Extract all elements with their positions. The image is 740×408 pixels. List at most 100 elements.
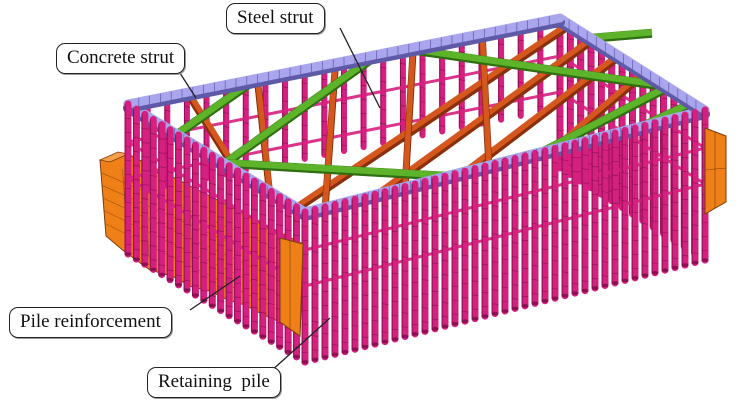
retaining-pile-front (124, 100, 132, 258)
retaining-pile-front (175, 131, 183, 289)
retaining-pile-tip (234, 319, 242, 323)
waling-tube (127, 140, 306, 252)
leader-line (269, 317, 331, 373)
retaining-pile-right (681, 111, 689, 269)
retaining-pile-tip (481, 314, 489, 318)
retaining-pile-tip (284, 349, 292, 354)
retaining-pile-tip (149, 267, 157, 272)
retaining-pile-tip (701, 258, 709, 262)
retaining-pile-front (234, 167, 242, 325)
retaining-pile-front (158, 121, 166, 279)
retaining-pile-front (242, 172, 250, 330)
retaining-pile-right (551, 144, 559, 302)
retaining-pile-front (267, 187, 275, 345)
retaining-pile-tip (561, 293, 569, 298)
retaining-pile-tip (132, 257, 140, 261)
retaining-pile-right (691, 109, 699, 267)
retaining-pile-tip (631, 276, 639, 280)
retaining-pile-tip (217, 308, 225, 313)
concrete-strut (222, 50, 382, 168)
leader-line (339, 27, 381, 109)
retaining-pile-right (381, 188, 389, 346)
retaining-pile-tip (411, 332, 419, 336)
retaining-pile-right (661, 116, 669, 274)
retaining-pile-right (401, 183, 409, 340)
retaining-pile-right (571, 139, 579, 297)
retaining-pile-tip (225, 313, 233, 318)
retaining-pile-right (391, 185, 399, 343)
retaining-pile-tip (175, 283, 183, 287)
mesh-line (704, 167, 727, 171)
retaining-pile-tip (276, 344, 284, 349)
retaining-pile-tip (158, 272, 166, 277)
leader-line (189, 275, 241, 311)
retaining-pile-right (531, 149, 539, 307)
retaining-pile-tip (267, 339, 275, 344)
retaining-pile-front (225, 162, 233, 320)
retaining-pile-right (321, 203, 329, 361)
retaining-pile-right (411, 180, 419, 338)
retaining-pile-tip (471, 316, 479, 321)
retaining-pile-right (441, 172, 449, 330)
concrete-strut (542, 83, 671, 155)
steel-strut (401, 44, 417, 193)
retaining-pile-tip (191, 293, 199, 297)
retaining-pile-tip (371, 342, 379, 346)
retaining-pile-tip (591, 286, 599, 290)
retaining-pile-right (671, 114, 679, 272)
retaining-pile-tip (461, 319, 469, 324)
retaining-pile-tip (124, 252, 132, 256)
retaining-pile-right (451, 170, 459, 328)
retaining-pile-tip (671, 265, 679, 270)
retaining-pile-tip (351, 347, 359, 352)
retaining-pile-tip (311, 357, 319, 362)
retaining-pile-right (311, 205, 319, 363)
retaining-pile-left (399, 46, 406, 143)
label-pile-reinforcement: Pile reinforcement (9, 307, 172, 338)
retaining-pile-left (380, 50, 387, 147)
retaining-pile-left (517, 22, 524, 119)
waling-tube (127, 176, 306, 288)
pile-reinforcement-block-right (704, 127, 727, 215)
retaining-pile-tip (491, 311, 499, 316)
retaining-pile-tip (601, 283, 609, 288)
retaining-pile-tip (641, 273, 649, 278)
retaining-pile-right (541, 147, 549, 305)
label-steel-strut: Steel strut (226, 3, 325, 34)
retaining-pile-right (421, 177, 429, 335)
retaining-pile-tip (651, 270, 659, 275)
retaining-pile-tip (521, 304, 529, 308)
retaining-pile-tip (421, 329, 429, 334)
retaining-pile-right (431, 175, 439, 333)
retaining-pile-right (521, 152, 529, 310)
retaining-pile-right (601, 132, 609, 289)
retaining-pile-right (651, 119, 659, 277)
crown-beam-segment (555, 13, 710, 119)
retaining-pile-tip (293, 355, 301, 359)
retaining-pile-left (242, 77, 249, 174)
retaining-pile-tip (208, 303, 216, 308)
retaining-pile-right (331, 200, 339, 358)
retaining-pile-tip (621, 278, 629, 283)
pile-reinforcement-right-face (704, 127, 727, 215)
retaining-pile-front (132, 105, 140, 263)
retaining-pile-tip (611, 281, 619, 285)
retaining-pile-tip (341, 350, 349, 354)
retaining-pile-left (458, 34, 465, 131)
retaining-pile-front (250, 177, 258, 335)
label-retaining-pile: Retaining pile (147, 367, 281, 398)
retaining-pile-tip (511, 306, 519, 311)
retaining-pile-tip (501, 309, 509, 313)
steel-strut (292, 20, 573, 214)
retaining-pile-right (611, 129, 619, 287)
retaining-pile-right (351, 195, 359, 353)
retaining-pile-tip (391, 337, 399, 341)
retaining-pile-right (341, 198, 349, 356)
retaining-pile-right (591, 134, 599, 292)
pile-reinforcement-block-left-front (279, 237, 304, 337)
retaining-pile-right (491, 160, 499, 318)
concrete-strut (403, 44, 670, 92)
retaining-pile-tip (451, 321, 459, 326)
retaining-pile-tip (141, 262, 149, 267)
retaining-pile-right (581, 137, 589, 295)
